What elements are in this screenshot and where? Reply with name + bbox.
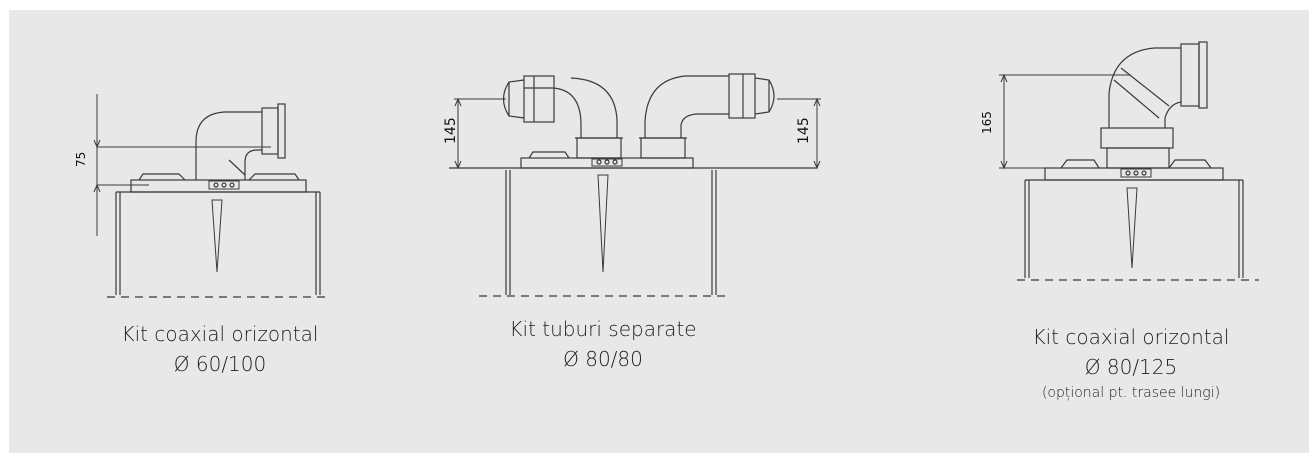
- kit-note: (opțional pt. trasee lungi): [1041, 385, 1221, 401]
- top-plate: [520, 151, 694, 169]
- kit-title: Kit coaxial orizontal: [121, 322, 319, 346]
- dimension-label: 145: [443, 117, 459, 144]
- dimension-145-left: [454, 97, 506, 170]
- boiler-flue-kits-drawing: 75: [74, 41, 1259, 298]
- top-plate: [1044, 159, 1224, 181]
- kit-caption: Kit coaxial orizontal Ø 80/125 (opțional…: [971, 322, 1291, 404]
- dimension-75: [93, 94, 271, 236]
- kit-60-100-drawing: 75: [74, 94, 331, 298]
- dimension-145-right: [777, 97, 821, 170]
- kit-80-80-drawing: 145 145: [443, 73, 821, 297]
- diagram-panel: 75: [9, 10, 1309, 453]
- boiler-body: [449, 167, 817, 297]
- dimension-label: 165: [980, 111, 994, 134]
- coaxial-elbow: [1100, 41, 1208, 169]
- right-elbow: [639, 73, 775, 159]
- boiler-body: [1017, 179, 1259, 281]
- kit-diameter: Ø 60/100: [173, 352, 267, 376]
- dimension-165: [999, 73, 1131, 170]
- kit-caption: Kit coaxial orizontal Ø 60/100: [60, 319, 380, 379]
- kit-title: Kit tuburi separate: [509, 317, 697, 341]
- kit-diameter: Ø 80/125: [1084, 355, 1178, 379]
- coaxial-elbow: [195, 103, 286, 180]
- dimension-label: 145: [796, 117, 812, 144]
- dimension-label: 75: [74, 152, 88, 167]
- kit-title: Kit coaxial orizontal: [1032, 325, 1230, 349]
- top-plate: [130, 173, 307, 193]
- kit-diameter: Ø 80/80: [563, 347, 643, 371]
- left-elbow: [502, 75, 623, 159]
- kit-caption: Kit tuburi separate Ø 80/80: [443, 314, 763, 374]
- boiler-body: [107, 191, 331, 298]
- kit-80-125-drawing: 165: [980, 41, 1259, 281]
